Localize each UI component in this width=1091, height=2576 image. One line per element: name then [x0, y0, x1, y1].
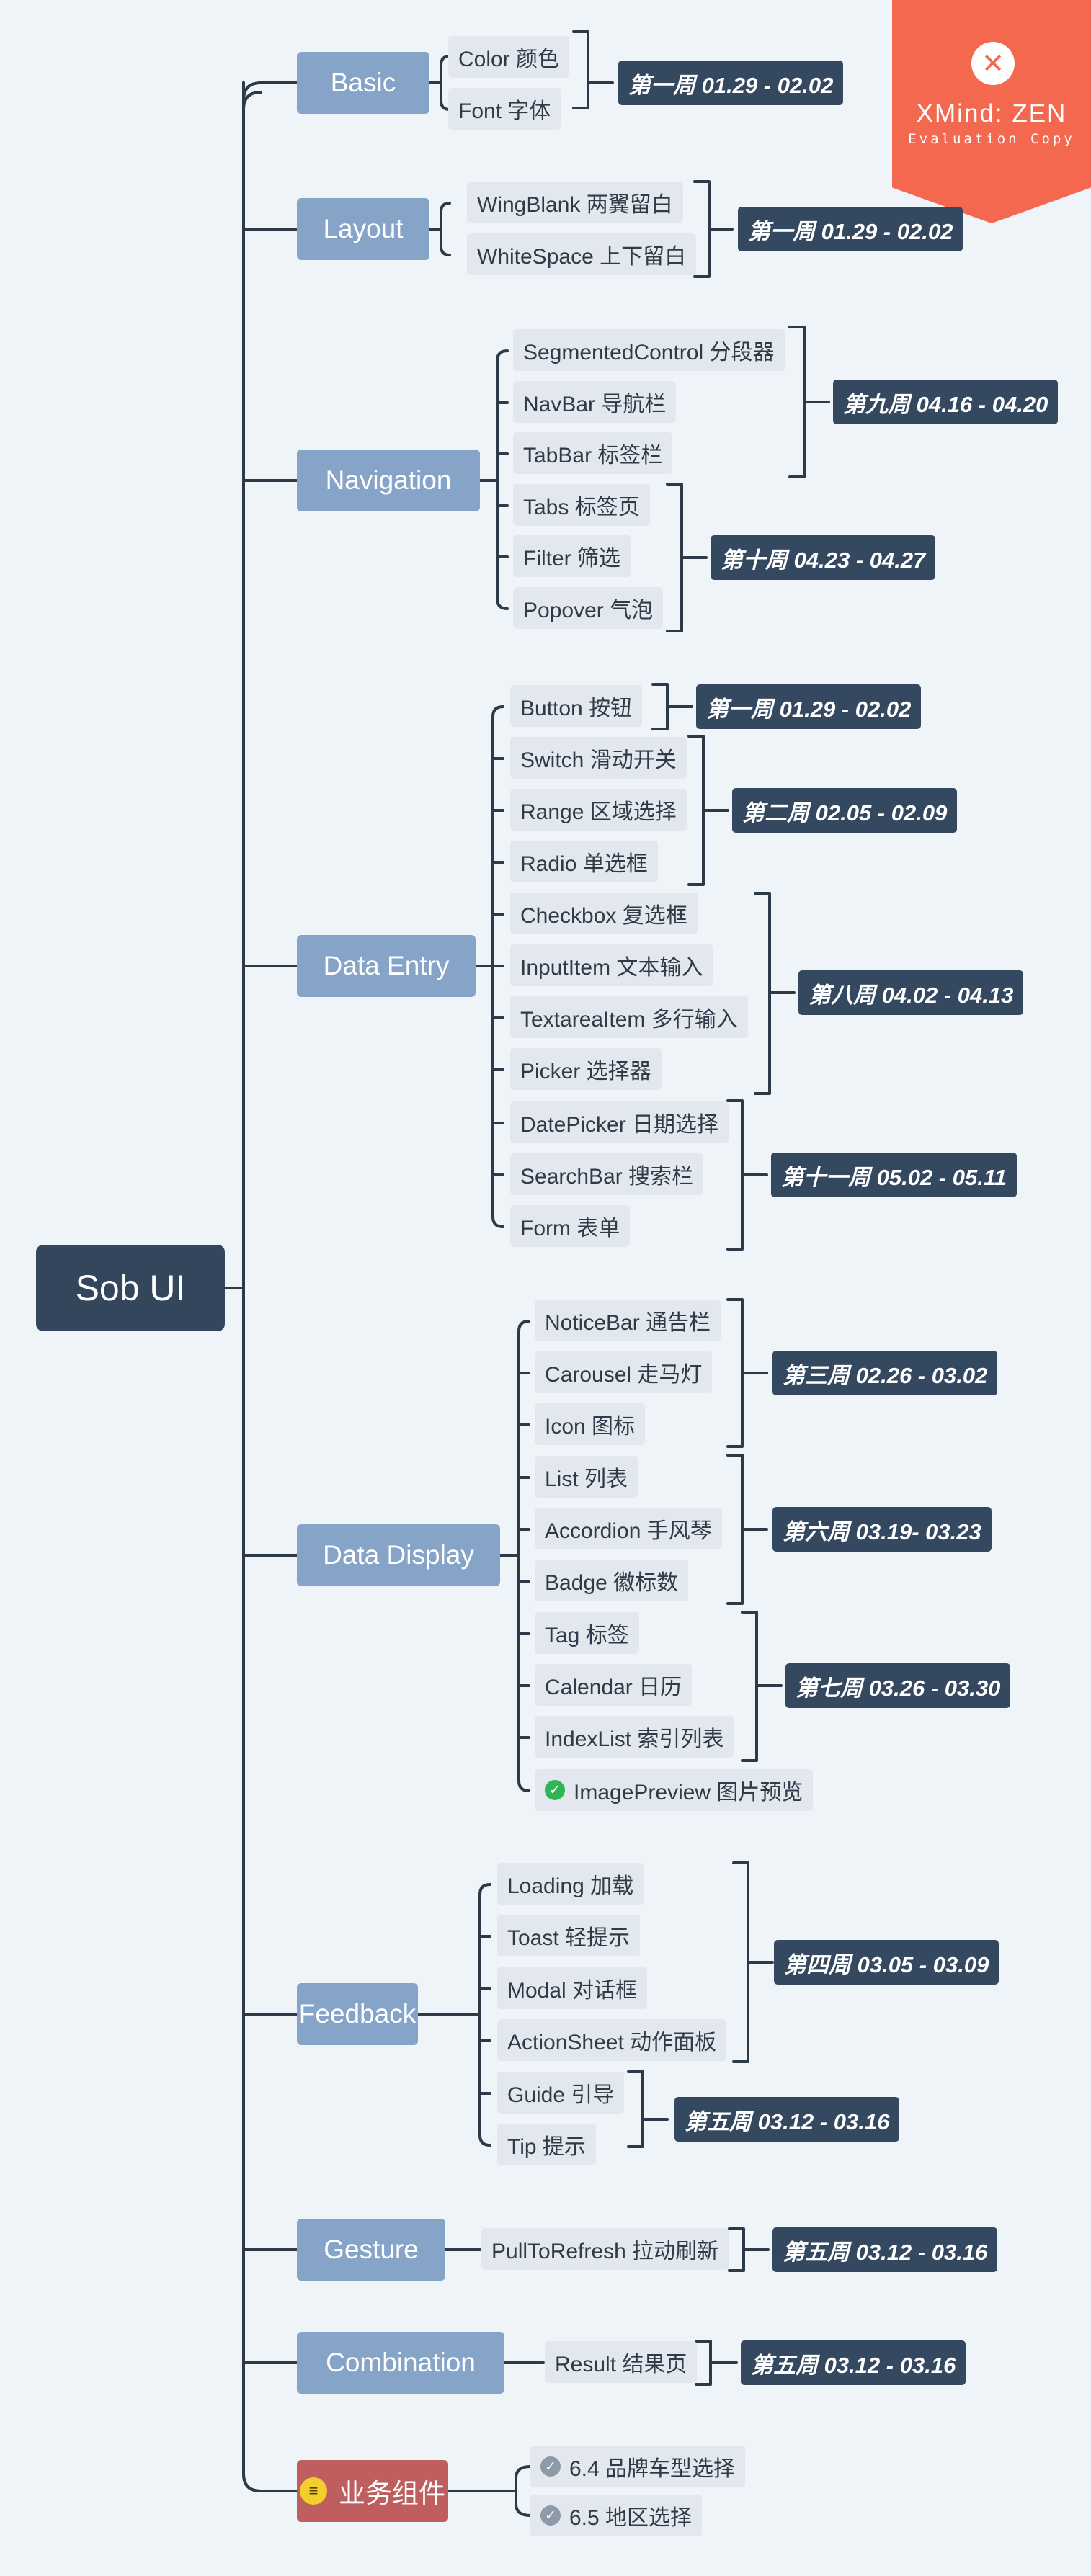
topic-noticebar[interactable]: NoticeBar 通告栏	[535, 1300, 721, 1341]
schedule-tag: 第五周 03.12 - 03.16	[674, 2097, 900, 2142]
schedule-tag: 第八周 04.02 - 04.13	[798, 970, 1024, 1015]
schedule-tag: 第五周 03.12 - 03.16	[772, 2227, 998, 2272]
topic-color[interactable]: Color 颜色	[448, 36, 570, 78]
topic-datepicker[interactable]: DatePicker 日期选择	[510, 1101, 729, 1143]
schedule-tag: 第十周 04.23 - 04.27	[711, 535, 936, 580]
schedule-tag: 第三周 02.26 - 03.02	[772, 1351, 998, 1395]
schedule-tag: 第一周 01.29 - 02.02	[696, 684, 922, 729]
memo-icon: ≡	[300, 2477, 327, 2505]
schedule-tag: 第九周 04.16 - 04.20	[833, 380, 1059, 424]
schedule-tag: 第十一周 05.02 - 05.11	[771, 1153, 1017, 1197]
xmind-watermark: ✕ XMind: ZEN Evaluation Copy	[892, 0, 1091, 223]
topic-textareaitem[interactable]: TextareaItem 多行输入	[510, 996, 748, 1038]
topic-segmentedcontrol[interactable]: SegmentedControl 分段器	[513, 329, 785, 371]
check-icon: ✓	[545, 1780, 565, 1800]
topic-tabs[interactable]: Tabs 标签页	[513, 484, 650, 526]
check-icon: ✓	[540, 2456, 561, 2477]
category-business[interactable]: ≡ 业务组件	[297, 2460, 448, 2522]
topic-tip[interactable]: Tip 提示	[497, 2124, 596, 2165]
topic-checkbox[interactable]: Checkbox 复选框	[510, 893, 698, 934]
category-navigation[interactable]: Navigation	[297, 450, 480, 511]
topic-wingblank[interactable]: WingBlank 两翼留白	[467, 182, 683, 223]
category-gesture[interactable]: Gesture	[297, 2219, 445, 2281]
topic-popover[interactable]: Popover 气泡	[513, 587, 664, 629]
topic-brand-model-select[interactable]: ✓ 6.4 品牌车型选择	[530, 2446, 746, 2487]
topic-switch[interactable]: Switch 滑动开关	[510, 737, 687, 779]
watermark-subtitle: Evaluation Copy	[908, 131, 1075, 147]
topic-carousel[interactable]: Carousel 走马灯	[535, 1351, 713, 1393]
topic-result[interactable]: Result 结果页	[545, 2341, 698, 2383]
category-basic[interactable]: Basic	[297, 52, 429, 114]
topic-form[interactable]: Form 表单	[510, 1205, 631, 1247]
category-data-display[interactable]: Data Display	[297, 1524, 500, 1586]
category-layout[interactable]: Layout	[297, 198, 429, 260]
topic-icon[interactable]: Icon 图标	[535, 1403, 646, 1445]
category-feedback[interactable]: Feedback	[297, 1983, 418, 2045]
topic-font[interactable]: Font 字体	[448, 88, 561, 130]
topic-navbar[interactable]: NavBar 导航栏	[513, 381, 677, 423]
schedule-tag: 第四周 03.05 - 03.09	[774, 1940, 999, 1985]
topic-button[interactable]: Button 按钮	[510, 685, 643, 727]
topic-range[interactable]: Range 区域选择	[510, 789, 687, 831]
topic-calendar[interactable]: Calendar 日历	[535, 1664, 693, 1706]
topic-badge[interactable]: Badge 徽标数	[535, 1560, 689, 1601]
topic-label: ImagePreview 图片预览	[574, 1781, 803, 1804]
category-business-label: 业务组件	[339, 2479, 445, 2508]
schedule-tag: 第一周 01.29 - 02.02	[738, 207, 963, 251]
topic-loading[interactable]: Loading 加载	[497, 1863, 644, 1905]
schedule-tag: 第六周 03.19- 03.23	[772, 1507, 992, 1552]
topic-indexlist[interactable]: IndexList 索引列表	[535, 1716, 734, 1758]
topic-radio[interactable]: Radio 单选框	[510, 841, 658, 882]
topic-modal[interactable]: Modal 对话框	[497, 1967, 648, 2009]
category-combination[interactable]: Combination	[297, 2332, 504, 2394]
topic-picker[interactable]: Picker 选择器	[510, 1048, 662, 1090]
close-icon: ✕	[971, 42, 1015, 85]
topic-toast[interactable]: Toast 轻提示	[497, 1915, 641, 1956]
watermark-brand: XMind: ZEN	[916, 99, 1067, 128]
topic-whitespace[interactable]: WhiteSpace 上下留白	[467, 233, 697, 275]
schedule-tag: 第五周 03.12 - 03.16	[741, 2340, 966, 2385]
schedule-tag: 第七周 03.26 - 03.30	[785, 1663, 1011, 1708]
category-data-entry[interactable]: Data Entry	[297, 935, 476, 997]
topic-searchbar[interactable]: SearchBar 搜索栏	[510, 1153, 704, 1195]
topic-imagepreview[interactable]: ✓ ImagePreview 图片预览	[535, 1769, 814, 1811]
topic-list[interactable]: List 列表	[535, 1456, 638, 1498]
topic-tag[interactable]: Tag 标签	[535, 1612, 639, 1654]
topic-label: 6.5 地区选择	[569, 2506, 693, 2530]
topic-tabbar[interactable]: TabBar 标签栏	[513, 432, 673, 474]
check-icon: ✓	[540, 2505, 561, 2526]
topic-inputitem[interactable]: InputItem 文本输入	[510, 944, 713, 986]
topic-filter[interactable]: Filter 筛选	[513, 535, 631, 577]
root-topic[interactable]: Sob UI	[36, 1245, 225, 1331]
topic-guide[interactable]: Guide 引导	[497, 2072, 625, 2114]
schedule-tag: 第一周 01.29 - 02.02	[618, 61, 844, 105]
topic-accordion[interactable]: Accordion 手风琴	[535, 1508, 722, 1549]
topic-actionsheet[interactable]: ActionSheet 动作面板	[497, 2019, 727, 2061]
topic-region-select[interactable]: ✓ 6.5 地区选择	[530, 2495, 703, 2536]
topic-label: 6.4 品牌车型选择	[569, 2457, 736, 2481]
schedule-tag: 第二周 02.05 - 02.09	[732, 788, 958, 833]
topic-pulltorefresh[interactable]: PullToRefresh 拉动刷新	[481, 2228, 729, 2270]
